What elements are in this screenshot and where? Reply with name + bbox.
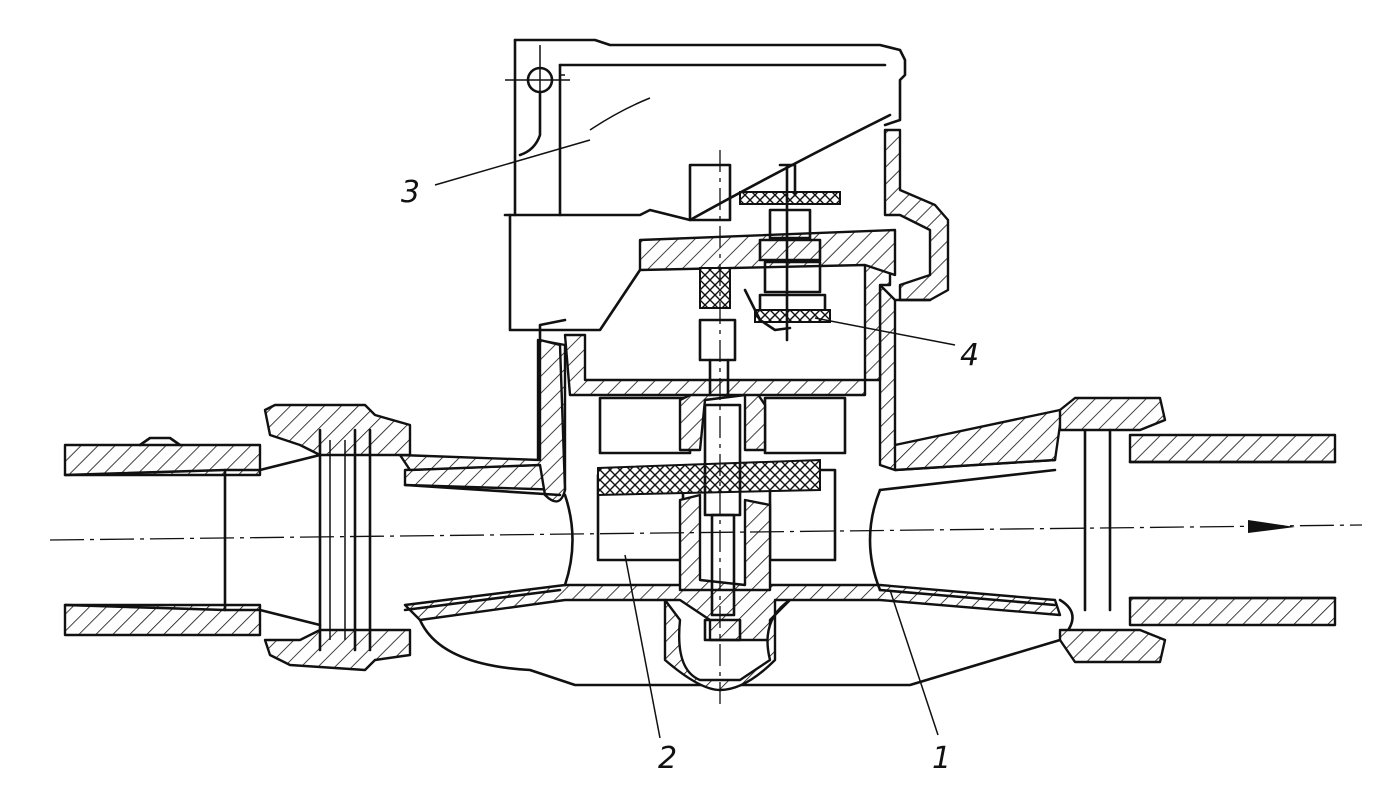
meter-body [398,283,1082,692]
flow-axis [49,150,1363,710]
label-3: 3 [401,175,420,210]
flow-arrow-icon [1248,520,1295,533]
gear-train [688,163,841,397]
label-4: 4 [960,338,979,373]
impeller [596,388,847,642]
outlet-pipe [1058,396,1337,664]
label-2: 2 [658,741,677,776]
meter-cover [503,38,907,332]
inlet-pipe [63,403,412,672]
leader-lines [434,139,956,739]
label-1: 1 [932,741,951,776]
counter-housing [538,128,950,397]
